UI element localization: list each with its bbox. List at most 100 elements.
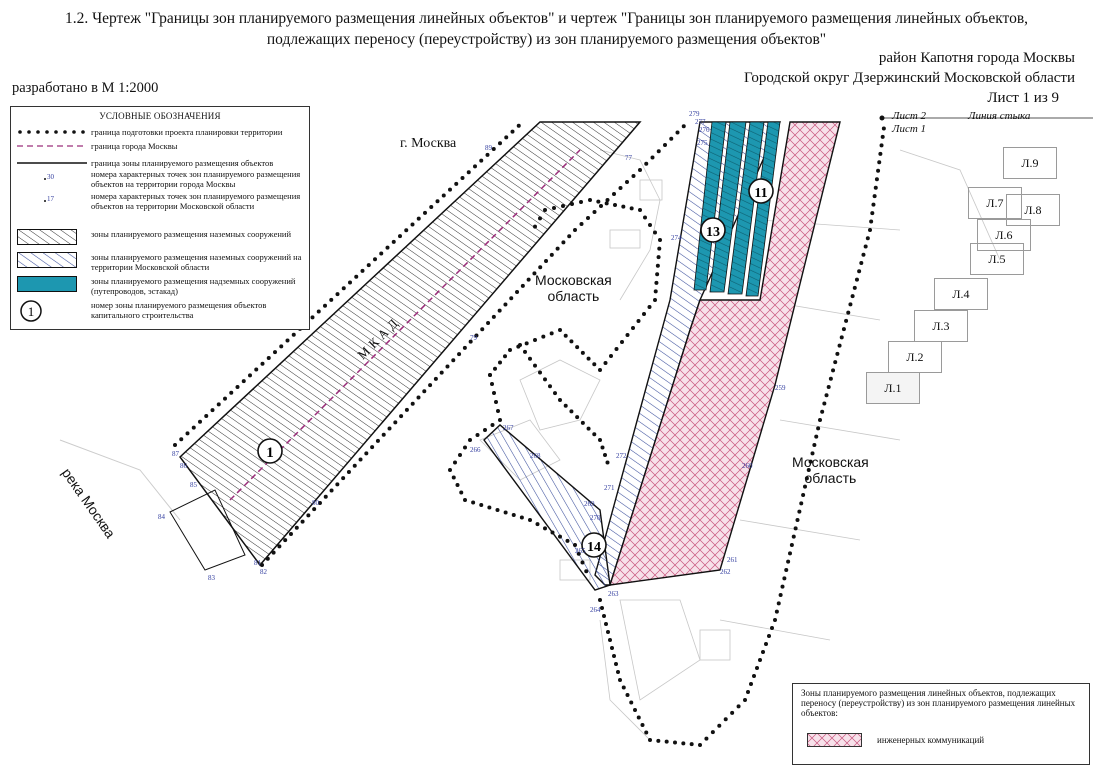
- sheet-2-label: Лист 2: [892, 110, 927, 122]
- moscow-border-line: [229, 149, 581, 501]
- boundary-dot: [723, 717, 728, 722]
- boundary-dot: [681, 124, 686, 129]
- boundary-dot: [820, 409, 825, 414]
- boundary-dot: [423, 210, 427, 215]
- boundary-dot: [806, 468, 811, 472]
- boundary-dot: [491, 147, 496, 152]
- boundary-dot: [656, 738, 661, 743]
- boundary-dot: [575, 345, 580, 350]
- boundary-dot: [774, 609, 779, 614]
- boundary-dot: [497, 308, 502, 313]
- boundary-dot: [664, 739, 669, 744]
- boundary-dot: [455, 483, 460, 487]
- boundary-dot: [822, 401, 827, 406]
- boundary-dot: [520, 283, 525, 288]
- planning-boundary-dots: [173, 123, 686, 567]
- boundary-dot: [854, 277, 859, 282]
- boundary-dot: [612, 192, 616, 196]
- boundary-dot: [544, 259, 549, 264]
- boundary-dot: [588, 198, 592, 202]
- boundary-dot: [316, 309, 321, 314]
- boundary-dot: [614, 662, 618, 666]
- boundary-dot: [532, 271, 537, 276]
- boundary-dot: [698, 743, 702, 747]
- boundary-dot: [475, 433, 480, 437]
- point-label: 84: [158, 513, 166, 521]
- boundary-dot: [260, 361, 265, 366]
- boundary-dot: [575, 415, 580, 420]
- point-label: 262: [720, 568, 731, 576]
- sheet-box-l5[interactable]: Л.5: [970, 243, 1024, 275]
- boundary-dot: [625, 693, 630, 697]
- boundary-dot: [869, 219, 874, 224]
- boundary-dot: [528, 356, 532, 361]
- boundary-dot: [621, 204, 626, 209]
- boundary-dot: [510, 129, 515, 134]
- boundary-dot: [460, 176, 465, 181]
- boundary-dot: [569, 409, 574, 414]
- overpass-strip-1: [693, 121, 727, 291]
- boundary-dot: [592, 362, 597, 367]
- sheet-box-l1[interactable]: Л.1: [866, 372, 920, 404]
- boundary-dot: [710, 730, 715, 735]
- legend-label: граница подготовки проекта планировки те…: [91, 127, 283, 137]
- sheet-box-l4[interactable]: Л.4: [934, 278, 988, 310]
- boundary-dot: [543, 526, 547, 531]
- boundary-dot: [523, 349, 527, 354]
- boundary-dot: [606, 630, 610, 634]
- mo-label-east: Московская область: [792, 454, 869, 486]
- boundary-dot: [454, 181, 459, 186]
- sheet-box-l9[interactable]: Л.9: [1003, 147, 1057, 179]
- boundary-dot: [524, 341, 529, 346]
- solid-line-symbol: [17, 162, 87, 164]
- boundary-dot: [210, 408, 215, 413]
- boundary-dot: [323, 303, 327, 308]
- point-label: 264: [590, 606, 601, 614]
- boundary-dot: [782, 576, 787, 581]
- boundary-dot: [271, 550, 276, 555]
- boundary-dot: [579, 200, 583, 204]
- boundary-dot: [761, 650, 765, 654]
- boundary-dot: [767, 634, 771, 638]
- sheet-box-l6[interactable]: Л.6: [977, 219, 1031, 251]
- sheet-box-l8[interactable]: Л.8: [1006, 194, 1060, 226]
- boundary-dot: [528, 518, 532, 522]
- boundary-dot: [173, 443, 177, 447]
- boundary-dot: [640, 723, 645, 727]
- point-label: 267: [503, 424, 514, 432]
- point-label: 261: [727, 556, 738, 564]
- boundary-dot: [565, 538, 570, 543]
- boundary-dot: [385, 245, 390, 250]
- boundary-dot: [491, 314, 496, 319]
- boundary-dot: [600, 445, 605, 450]
- boundary-dot: [552, 206, 556, 210]
- drawing-scale: разработано в М 1:2000: [12, 80, 159, 96]
- boundary-dot: [466, 170, 471, 175]
- point-label: 83: [208, 574, 216, 582]
- zone-13-number: 13: [706, 225, 720, 240]
- boundary-dot: [312, 507, 317, 512]
- boundary-dot: [468, 339, 473, 344]
- boundary-dot: [463, 445, 467, 450]
- legend-label: граница зоны планируемого размещения объ…: [91, 158, 274, 168]
- boundary-dot: [625, 333, 630, 337]
- boundary-dot: [743, 698, 747, 702]
- sheet-box-l7[interactable]: Л.7: [968, 187, 1022, 219]
- legend-label: зоны планируемого размещения наземных со…: [91, 229, 291, 239]
- boundary-dot: [612, 654, 616, 658]
- boundary-dot: [519, 515, 524, 520]
- point-label: 268: [530, 452, 541, 460]
- boundary-dot: [291, 332, 296, 337]
- sheet-box-l3[interactable]: Л.3: [914, 310, 968, 342]
- boundary-dot: [569, 339, 574, 344]
- boundary-dot: [871, 202, 876, 207]
- boundary-dot: [533, 363, 537, 368]
- legend-point-number: 17: [47, 195, 55, 203]
- boundary-dot: [573, 228, 577, 232]
- boundary-dot: [288, 531, 293, 536]
- boundary-dot: [555, 246, 560, 251]
- relocation-legend-label: инженерных коммуникаций: [877, 735, 985, 745]
- boundary-dot: [483, 428, 487, 432]
- boundary-dot: [648, 738, 652, 742]
- sheet-box-l2[interactable]: Л.2: [888, 341, 942, 373]
